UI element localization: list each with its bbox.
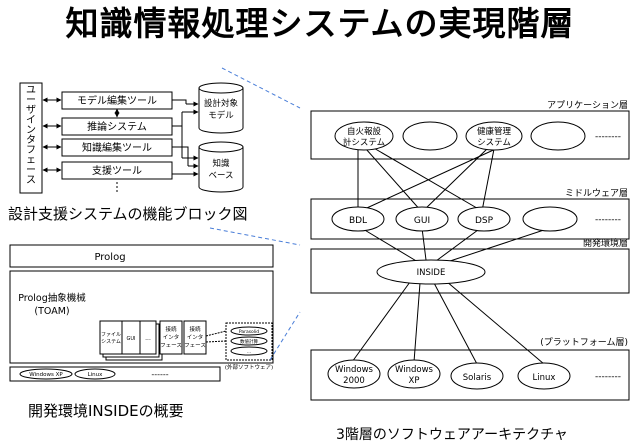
os-dots: ------ [151, 370, 168, 379]
os-linux [74, 368, 116, 380]
app-node-0-line1: 自火報設 [347, 126, 382, 137]
platform-1-line1: Windows [395, 365, 434, 375]
ext-parasolid-label: Parasolid [239, 329, 259, 335]
connector-tool2-db2 [172, 146, 189, 166]
layer-app-label: アプリケーション層 [547, 100, 628, 111]
os-windows-xp-label: Windows XP [29, 372, 63, 378]
knowledge-db-line1: 知識 [212, 158, 230, 169]
interface-box-2 [183, 320, 207, 355]
app-fire-alarm-design [334, 121, 394, 151]
prolog-label: Prolog [94, 252, 125, 263]
prolog-box [9, 244, 274, 268]
mid-empty [522, 206, 578, 232]
inside-overview-caption: 開発環境INSIDEの概要 [28, 402, 184, 420]
tool-label-1: 推論システム [87, 120, 147, 133]
file-system-line1: ファイル [101, 332, 121, 338]
ext-dots [230, 346, 268, 356]
platform-windows-xp [387, 359, 441, 389]
file-system-line2: システム [101, 339, 121, 345]
os-windows-xp [19, 368, 73, 380]
platform-solaris [450, 362, 504, 390]
platform-linux [517, 362, 571, 390]
app-health-management [465, 121, 523, 151]
inside-label: INSIDE [417, 268, 446, 278]
component-stack [99, 320, 157, 355]
platform-3-label: Linux [533, 373, 556, 383]
interface-box-1 [159, 320, 183, 355]
abstract-machine-line1: Prolog抽象機械 [18, 292, 86, 304]
iface1-line1: 接続 [165, 325, 177, 333]
app-empty-1 [402, 121, 458, 151]
inside-overview: Prolog Prolog抽象機械 (TOAM) ファイル システム GUI .… [9, 244, 274, 382]
app-node-1-line1: 健康管理 [477, 126, 512, 137]
ext-parasolid [230, 326, 268, 336]
connector-tool0-db1 [172, 99, 187, 104]
ext-software-label: (外部ソフトウェア) [225, 363, 273, 371]
inside-node [376, 259, 486, 285]
ext-dots-label: ... [247, 350, 251, 355]
architecture-caption: 3階層のソフトウェアアーキテクチャ [336, 427, 568, 443]
tool-label-3: 支援ツール [92, 164, 142, 177]
iface1-line2: インタ [163, 333, 180, 341]
app-empty-2 [530, 121, 586, 151]
app-dashes: -------- [595, 132, 621, 142]
three-layer-architecture: アプリケーション層 ミドルウェア層 開発環境層 (プラットフォーム層) 自火報設… [310, 100, 630, 401]
callout-line-3 [269, 311, 301, 361]
app-node-1-line2: システム [477, 138, 511, 148]
mid-dashes: -------- [595, 215, 621, 225]
design-model-db: 設計対象 モデル [198, 82, 244, 134]
mid-bdl-label: BDL [349, 216, 367, 226]
user-interface-box [19, 82, 43, 194]
abstract-machine-line2: (TOAM) [34, 306, 69, 317]
layer-mid-label: ミドルウェア層 [565, 188, 628, 199]
platform-0-line2: 2000 [343, 376, 365, 386]
layer-dev-label: 開発環境層 [583, 237, 628, 249]
platform-0-line1: Windows [335, 365, 374, 375]
iface2-line1: 接続 [189, 325, 201, 333]
connector-tool1 [172, 112, 183, 127]
function-block-diagram: ユーザインタフェース モデル編集ツール 推論システム 知識編集ツール 支援ツール [19, 82, 244, 194]
gui-component-label: GUI [126, 336, 135, 342]
callout-line-1 [221, 67, 301, 109]
user-interface-label: ユーザインタフェース [26, 85, 36, 186]
knowledge-db-line2: ベース [208, 171, 233, 181]
iface2-line2: インタ [187, 333, 204, 341]
platform-windows-2000 [327, 359, 381, 389]
tool-label-2: 知識編集ツール [82, 141, 152, 154]
function-block-caption: 設計支援システムの機能ブロック図 [8, 205, 248, 223]
knowledge-base-db: 知識 ベース [198, 141, 244, 193]
iface2-line3: フェース [184, 342, 206, 349]
ext-numerical [230, 336, 268, 346]
tool-box-support [61, 161, 173, 180]
mid-bdl [331, 206, 385, 232]
callout-line-2 [209, 227, 301, 246]
os-linux-label: Linux [88, 372, 104, 378]
platform-dashes: -------- [595, 372, 621, 382]
design-db-line2: モデル [208, 110, 234, 121]
mid-dsp-label: DSP [475, 216, 494, 226]
tool-label-0: モデル編集ツール [77, 94, 157, 107]
iface1-line3: フェース [160, 342, 182, 349]
page-title: 知識情報処理システムの実現階層 [65, 4, 575, 43]
app-node-0-line2: 計システム [343, 137, 385, 148]
ext-numerical-label: 数値計算 [240, 338, 258, 345]
design-db-line1: 設計対象 [204, 98, 239, 109]
mid-gui-label: GUI [414, 216, 430, 226]
platform-2-label: Solaris [463, 373, 492, 383]
mid-gui [395, 206, 449, 232]
platform-1-line2: XP [409, 376, 420, 386]
mid-dsp [457, 206, 511, 232]
layer-platform-label: (プラットフォーム層) [540, 337, 628, 348]
stack-dots: ... [145, 335, 151, 342]
